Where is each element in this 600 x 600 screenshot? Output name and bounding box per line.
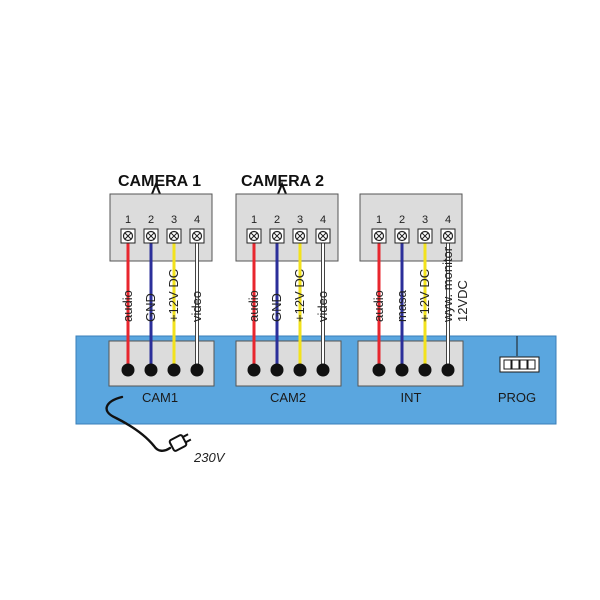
terminals-layer (120, 228, 456, 377)
board-connector-pin (441, 363, 455, 377)
intercom-screw-slot (421, 232, 429, 240)
camera-2-terminal-number: 4 (320, 214, 326, 226)
camera-1-screw-slot (147, 232, 155, 240)
intercom-wire-label: masa (394, 289, 409, 322)
port-label-cam1: CAM1 (142, 390, 178, 405)
wire-labels-layer: audio GND +12V DC video audio GND +12V DC video… (120, 246, 470, 323)
camera-2-title: CAMERA 2 (241, 173, 324, 190)
camera-2-wire-label: audio (246, 290, 261, 322)
camera-2-screw-slot (296, 232, 304, 240)
board-connector-pin (167, 363, 181, 377)
board-connector-pin (144, 363, 158, 377)
power-voltage-label: 230V (193, 450, 226, 465)
wires-layer (126, 236, 450, 370)
board-connector-pin (293, 363, 307, 377)
board-connector-pin (270, 363, 284, 377)
board-connector-pin (190, 363, 204, 377)
power-plug-icon (168, 433, 192, 452)
camera-1-terminal-number: 4 (194, 214, 200, 226)
board-connector-pin (247, 363, 261, 377)
camera-1-screw-slot (170, 232, 178, 240)
board-connector-pin (316, 363, 330, 377)
camera-1-terminal-number: 1 (125, 214, 131, 226)
intercom-wire-label: wyw. monitor (440, 246, 455, 323)
board-connector-pin (395, 363, 409, 377)
port-label-int: INT (401, 390, 422, 405)
intercom-terminal-number: 3 (422, 214, 428, 226)
intercom-screw-slot (398, 232, 406, 240)
prog-socket (499, 336, 540, 373)
camera-2-mount-icon (277, 181, 287, 195)
int-connector-block (357, 340, 464, 387)
camera-1-wire-label: audio (120, 290, 135, 322)
camera-1-wire-label: +12V DC (166, 269, 181, 322)
camera-2-screw-slot (319, 232, 327, 240)
power-cord (105, 395, 192, 452)
camera-2-screw-slot (250, 232, 258, 240)
board-connector-pin (121, 363, 135, 377)
port-label-cam2: CAM2 (270, 390, 306, 405)
board-connector-pin (372, 363, 386, 377)
intercom-terminal-number: 1 (376, 214, 382, 226)
camera-1-screw-slot (193, 232, 201, 240)
intercom-module: 1 2 3 4 (359, 193, 463, 262)
camera-2-terminal-number: 1 (251, 214, 257, 226)
intercom-screw-slot (444, 232, 452, 240)
camera-2-terminal-number: 3 (297, 214, 303, 226)
intercom-wire-label: audio (371, 290, 386, 322)
intercom-housing (359, 193, 463, 262)
board-connector-pin (418, 363, 432, 377)
camera-2-wire-label: GND (269, 293, 284, 322)
port-label-prog: PROG (498, 390, 536, 405)
camera-1-wire-label: GND (143, 293, 158, 322)
cam2-connector-block (235, 340, 342, 387)
camera-1-terminal-number: 3 (171, 214, 177, 226)
intercom-wire-label-2: 12VDC (455, 280, 470, 322)
intercom-terminal-number: 2 (399, 214, 405, 226)
camera-1-terminal-number: 2 (148, 214, 154, 226)
camera-2-wire-label: +12V DC (292, 269, 307, 322)
camera-1-mount-icon (151, 181, 161, 195)
intercom-terminal-number: 4 (445, 214, 451, 226)
camera-2-wire-label: video (315, 291, 330, 322)
camera-1-wire-label: video (189, 291, 204, 322)
camera-2-screw-slot (273, 232, 281, 240)
camera-2-terminal-number: 2 (274, 214, 280, 226)
intercom-screw-slot (375, 232, 383, 240)
camera-1-title: CAMERA 1 (118, 173, 201, 190)
camera-1-screw-slot (124, 232, 132, 240)
intercom-wire-label: +12V DC (417, 269, 432, 322)
